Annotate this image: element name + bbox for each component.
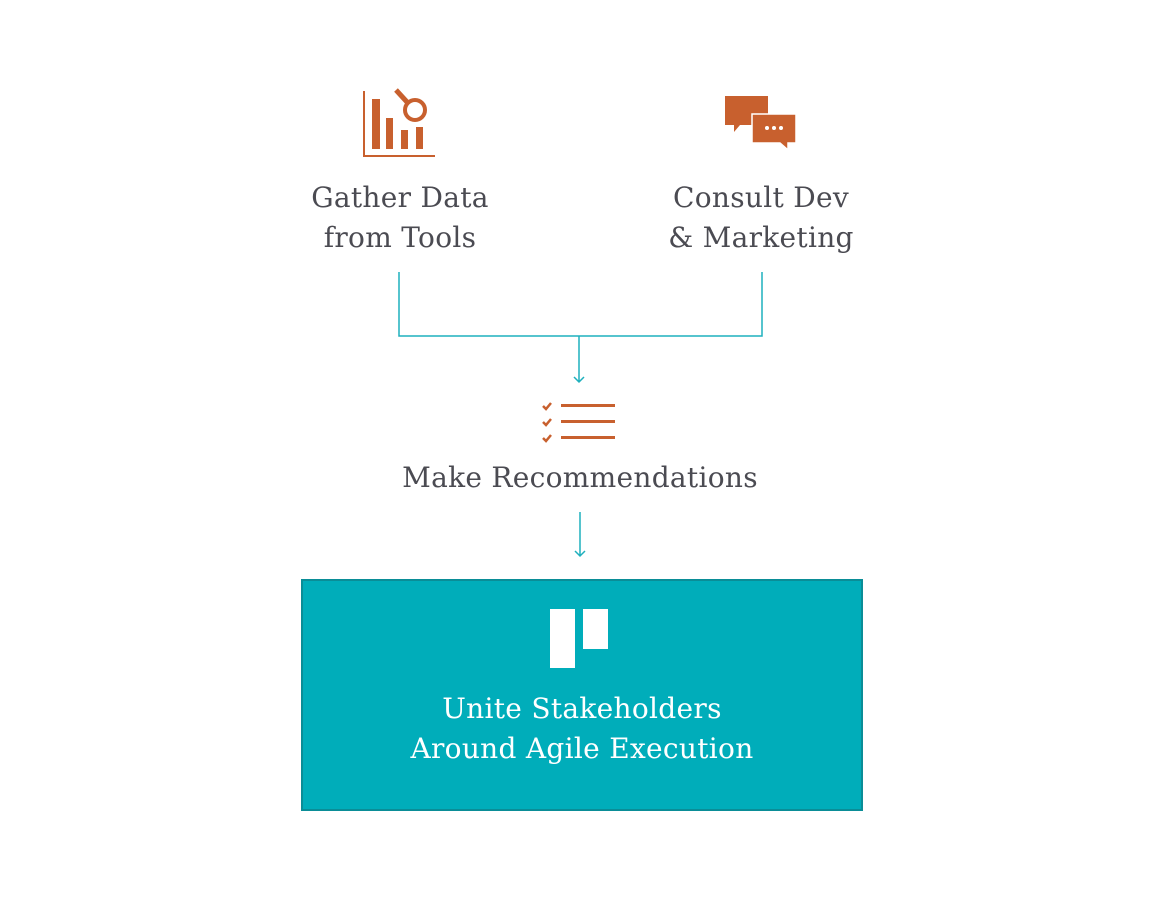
unite-box: Unite Stakeholders Around Agile Executio… xyxy=(301,579,863,811)
recommend-label: Make Recommendations xyxy=(402,461,758,494)
consult-label: Consult Dev & Marketing xyxy=(668,181,854,254)
gather-label: Gather Data from Tools xyxy=(311,181,489,254)
unite-label: Unite Stakeholders Around Agile Executio… xyxy=(410,692,754,765)
arrow-to-unite xyxy=(574,512,586,558)
bar-chart-magnifier-icon xyxy=(363,88,435,157)
board-columns-icon xyxy=(550,609,608,668)
chat-bubbles-icon xyxy=(725,96,797,151)
merge-connector xyxy=(398,272,763,337)
checklist-icon xyxy=(542,402,615,443)
arrow-to-recommendations xyxy=(573,336,585,384)
